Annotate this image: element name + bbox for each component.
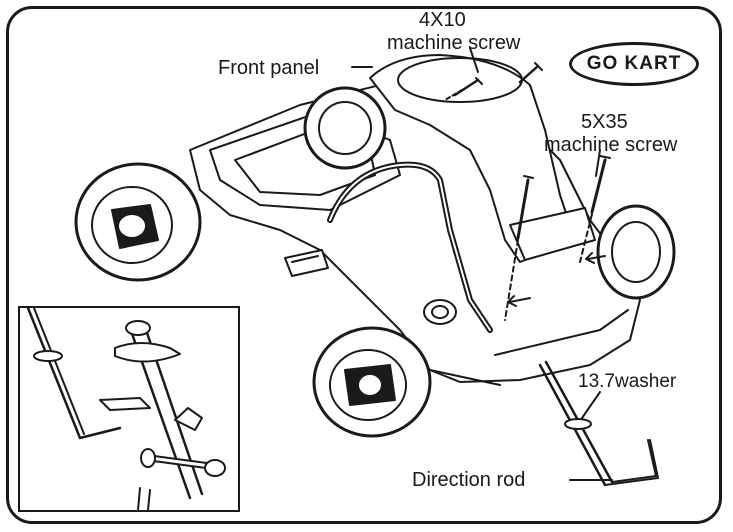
detail-inset bbox=[18, 306, 240, 512]
washer-label: 13.7washer bbox=[578, 371, 677, 392]
wheel-front-right bbox=[596, 204, 676, 300]
wheel-rear-right bbox=[303, 86, 387, 170]
go-kart-badge: GO KART bbox=[569, 42, 699, 86]
steering-detail-illustration bbox=[26, 306, 226, 511]
front-panel-label: Front panel bbox=[218, 57, 320, 79]
pedal bbox=[284, 249, 329, 277]
wheel-rear-left bbox=[74, 162, 202, 282]
screw-4x10-size-label: 4X10 bbox=[419, 9, 466, 31]
direction-rod-label: Direction rod bbox=[412, 469, 526, 491]
screw-4x10-name-label: machine screw bbox=[387, 32, 521, 54]
screw-5x35-size-label: 5X35 bbox=[581, 111, 628, 133]
direction-rod-main bbox=[538, 360, 659, 487]
badge-text: GO KART bbox=[586, 53, 682, 74]
screw-5x35-left bbox=[516, 175, 534, 240]
screw-5x35-right bbox=[590, 155, 611, 214]
mount-plate bbox=[509, 207, 596, 261]
diagram-frame bbox=[6, 6, 722, 524]
screw-4x10-right bbox=[518, 62, 543, 84]
screw-5x35-name-label: machine screw bbox=[544, 134, 678, 156]
wheel-front-left bbox=[312, 326, 432, 438]
